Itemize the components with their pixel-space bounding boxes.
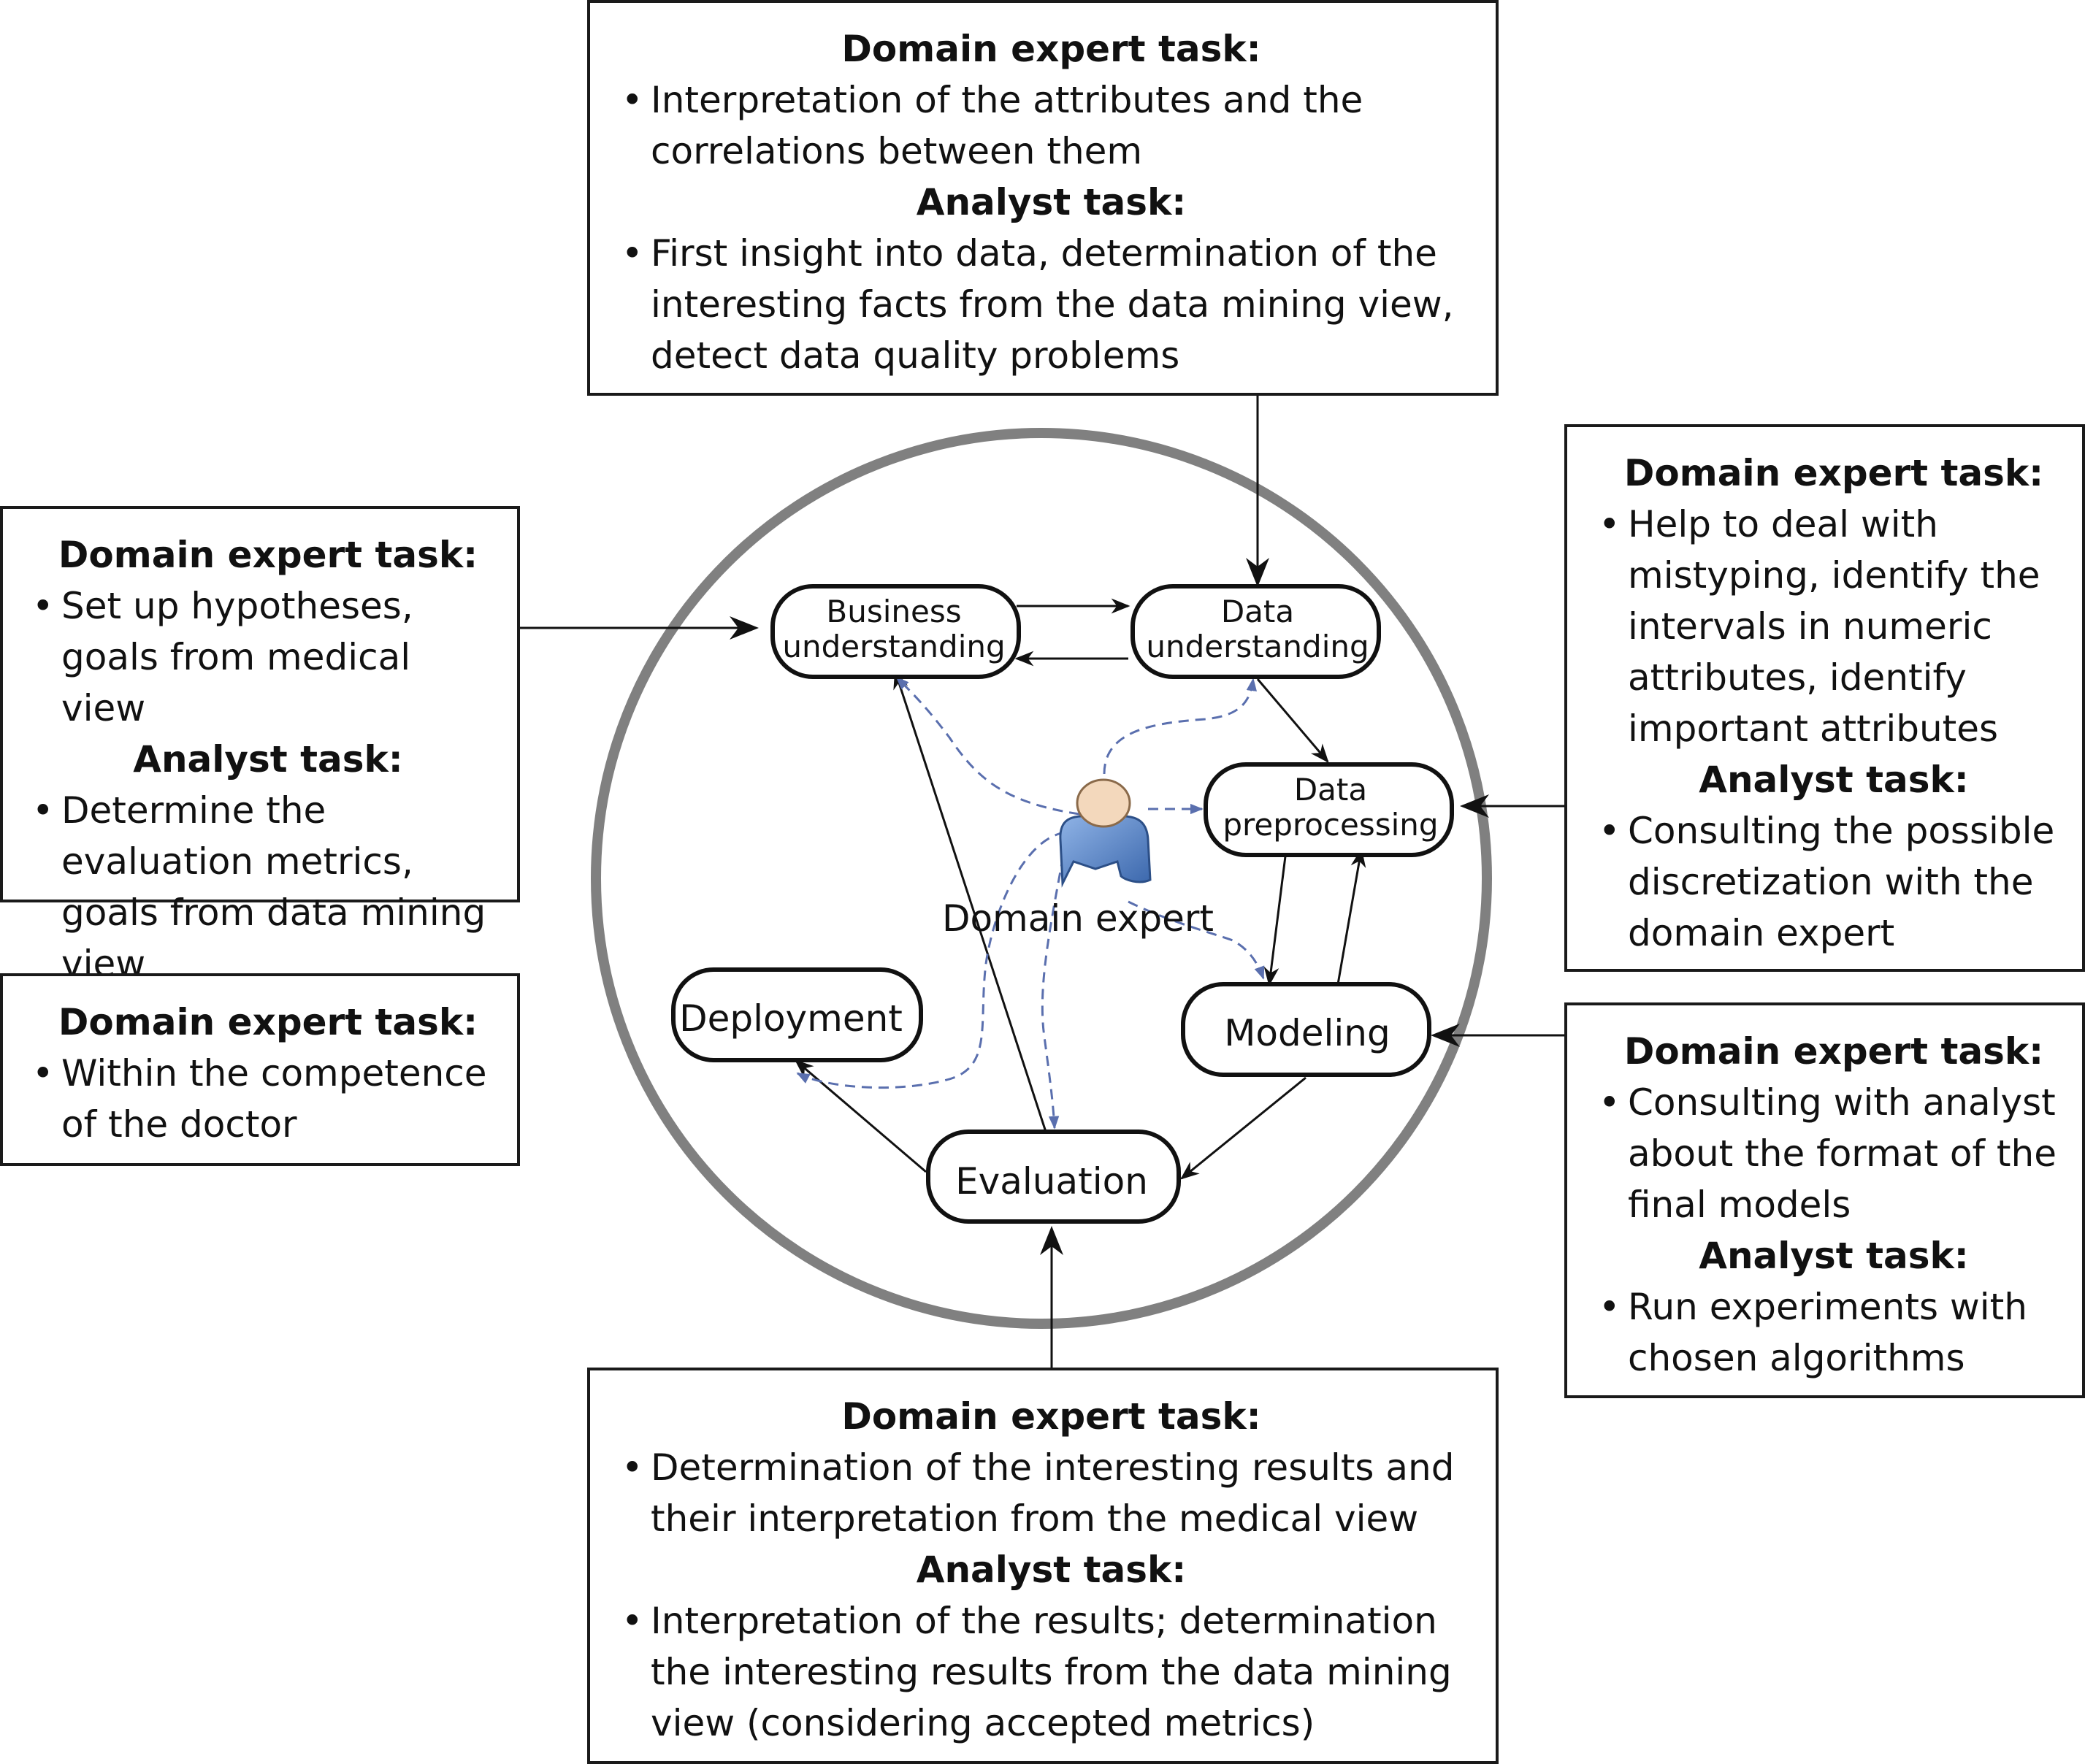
node-preprocessing-label-line2: preprocessing — [1223, 807, 1438, 843]
expert-link-deployment — [796, 831, 1066, 1089]
bullet-icon: • — [621, 1600, 643, 1642]
domain-heading: Domain expert task: — [841, 28, 1261, 70]
analyst-heading: Analyst task: — [133, 738, 403, 781]
task-box-top: Domain expert task: •Interpretation of t… — [587, 0, 1499, 396]
domain-heading: Domain expert task: — [1623, 1030, 2044, 1073]
domain-task-item: •Interpretation of the attributes and th… — [621, 74, 1481, 177]
bullet-icon: • — [1599, 810, 1621, 852]
node-business-understanding: Business understanding — [770, 584, 1021, 679]
expert-link-modeling — [1128, 900, 1265, 980]
domain-task-item: •Consulting with analyst about the forma… — [1599, 1077, 2069, 1230]
cycle-ring — [591, 428, 1492, 1329]
flow-modeling-to-evaluation — [1179, 1076, 1307, 1180]
node-deployment: Deployment — [671, 967, 923, 1062]
task-text: Determination of the interesting results… — [651, 1446, 1455, 1540]
bullet-icon: • — [32, 1052, 54, 1094]
analyst-task-item: •Determine the evaluation metrics, goals… — [32, 785, 504, 989]
task-text: First insight into data, determination o… — [651, 232, 1454, 377]
analyst-task-item: •Consulting the possible discretization … — [1599, 805, 2069, 959]
domain-task-item: •Set up hypotheses, goals from medical v… — [32, 580, 504, 734]
task-box-right-upper: Domain expert task: •Help to deal with m… — [1564, 424, 2085, 972]
task-text: Consulting with analyst about the format… — [1628, 1081, 2057, 1226]
node-data-understanding-label-line2: understanding — [1146, 629, 1369, 664]
task-box-left-upper: Domain expert task: •Set up hypotheses, … — [0, 506, 520, 985]
flow-evaluation-to-deployment — [795, 1059, 927, 1173]
task-text: Determine the evaluation metrics, goals … — [61, 789, 486, 985]
bullet-icon: • — [621, 1446, 643, 1489]
node-business-label-line2: understanding — [782, 629, 1005, 664]
task-box-left-lower: Domain expert task: •Within the competen… — [0, 973, 520, 1166]
bullet-icon: • — [621, 232, 643, 275]
task-box-bottom: Domain expert task: •Determination of th… — [587, 1368, 1499, 1764]
analyst-task-item: •First insight into data, determination … — [621, 228, 1481, 381]
domain-task-item: •Determination of the interesting result… — [621, 1442, 1481, 1544]
analyst-heading: Analyst task: — [1699, 1235, 1969, 1277]
bullet-icon: • — [1599, 1081, 1621, 1124]
analyst-heading: Analyst task: — [916, 181, 1187, 223]
task-text: Interpretation of the attributes and the… — [651, 79, 1363, 172]
node-preprocessing-label-line1: Data — [1294, 772, 1367, 808]
domain-expert-label: Domain expert — [942, 897, 1214, 940]
node-data-understanding-label-line1: Data — [1221, 594, 1294, 629]
bullet-icon: • — [32, 585, 54, 627]
flow-data-to-preprocessing — [1256, 678, 1329, 763]
task-text: Set up hypotheses, goals from medical vi… — [61, 585, 413, 729]
bullet-icon: • — [621, 79, 643, 121]
expert-link-business — [895, 676, 1080, 816]
node-data-understanding: Data understanding — [1131, 584, 1381, 679]
domain-heading: Domain expert task: — [58, 1001, 478, 1043]
node-data-preprocessing: Data preprocessing — [1204, 762, 1454, 857]
analyst-heading: Analyst task: — [916, 1549, 1187, 1591]
node-modeling-label: Modeling — [1224, 1012, 1390, 1054]
task-text: Consulting the possible discretization w… — [1628, 810, 2055, 954]
node-deployment-label: Deployment — [679, 997, 903, 1040]
domain-expert-icon — [1059, 778, 1152, 888]
domain-heading: Domain expert task: — [58, 534, 478, 576]
domain-heading: Domain expert task: — [841, 1395, 1261, 1438]
bullet-icon: • — [1599, 1286, 1621, 1328]
node-evaluation: Evaluation — [926, 1130, 1181, 1224]
node-evaluation-label: Evaluation — [955, 1160, 1148, 1203]
task-text: Help to deal with mistyping, identify th… — [1628, 503, 2040, 750]
flow-preprocessing-to-modeling — [1263, 856, 1287, 986]
flow-modeling-to-preprocessing — [1336, 848, 1366, 985]
domain-task-item: •Within the competence of the doctor — [32, 1048, 504, 1150]
bullet-icon: • — [1599, 503, 1621, 545]
expert-link-evaluation — [1041, 839, 1068, 1130]
expert-link-data-understanding — [1103, 678, 1257, 775]
task-text: Run experiments with chosen algorithms — [1628, 1286, 2027, 1379]
bullet-icon: • — [32, 789, 54, 832]
domain-heading: Domain expert task: — [1623, 452, 2044, 494]
analyst-task-item: •Run experiments with chosen algorithms — [1599, 1281, 2069, 1384]
analyst-task-item: •Interpretation of the results; determin… — [621, 1595, 1481, 1749]
node-modeling: Modeling — [1181, 982, 1431, 1077]
node-business-label-line1: Business — [826, 594, 961, 629]
task-box-right-lower: Domain expert task: •Consulting with ana… — [1564, 1002, 2085, 1398]
task-text: Within the competence of the doctor — [61, 1052, 487, 1146]
flow-evaluation-to-business — [893, 670, 1047, 1132]
domain-task-item: •Help to deal with mistyping, identify t… — [1599, 499, 2069, 754]
task-text: Interpretation of the results; determina… — [651, 1600, 1452, 1744]
analyst-heading: Analyst task: — [1699, 759, 1969, 801]
